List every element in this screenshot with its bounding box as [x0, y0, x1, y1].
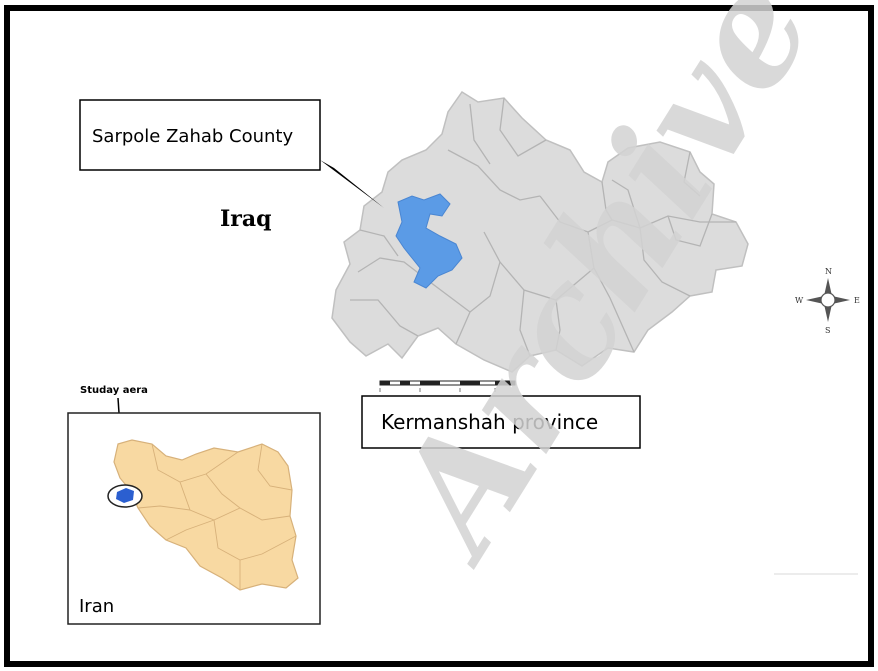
study-area-blob: [116, 488, 134, 503]
district-boundaries: [350, 97, 736, 357]
callout-box-sarpole-zahab: Sarpole Zahab County: [79, 99, 321, 171]
country-label-iraq: Iraq: [220, 206, 272, 232]
province-shape: [331, 90, 749, 373]
callout-label: Sarpole Zahab County: [92, 126, 293, 147]
callout-pointer: [320, 160, 384, 208]
province-label-box: Kermanshah province: [361, 395, 641, 449]
kermanshah-province-map: [331, 90, 749, 373]
compass-e: E: [854, 296, 860, 305]
compass-w: W: [795, 296, 804, 305]
compass-rose-icon: N S E W: [795, 267, 860, 335]
inset-title-study-area: Studay aera: [80, 385, 148, 396]
iran-province-lines: [137, 443, 297, 590]
sarpole-zahab-county: [395, 193, 463, 289]
scale-bar: [379, 380, 516, 392]
inset-map-iran: Studay aera Iran: [67, 385, 321, 625]
iran-shape: [113, 439, 299, 591]
compass-n: N: [825, 267, 832, 276]
compass-s: S: [825, 326, 830, 335]
inset-country-label-iran: Iran: [79, 596, 114, 617]
province-label: Kermanshah province: [381, 410, 598, 434]
